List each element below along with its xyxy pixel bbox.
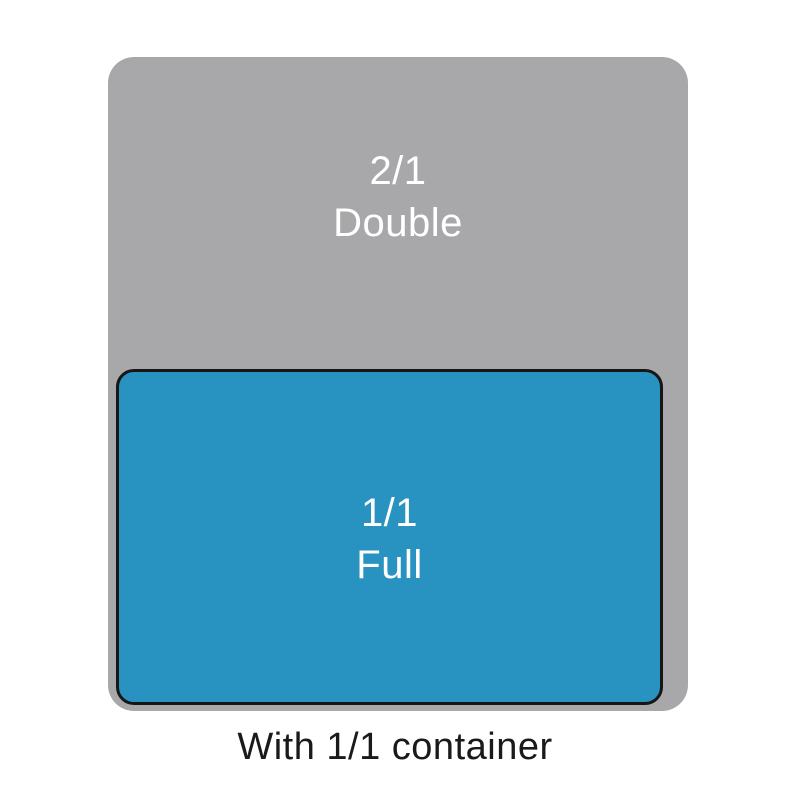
double-container-label: 2/1 Double (108, 145, 688, 249)
full-container-size-text: 1/1 (360, 491, 419, 535)
full-container-name-text: Full (356, 543, 423, 587)
double-container-name-text: Double (333, 201, 463, 245)
double-container-size-text: 2/1 (369, 149, 427, 193)
full-container-shape: 1/1 Full (116, 369, 663, 705)
full-container-label: 1/1 Full (119, 487, 660, 591)
diagram-caption: With 1/1 container (237, 726, 553, 768)
